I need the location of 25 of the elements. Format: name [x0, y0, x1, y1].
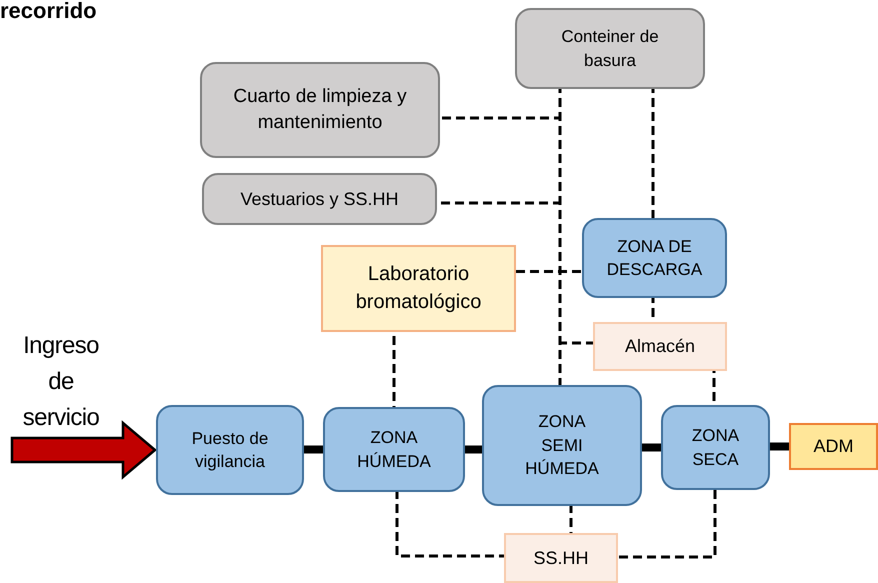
dashed-connector — [516, 270, 582, 273]
dashed-connector — [618, 490, 716, 558]
connector-line — [304, 446, 323, 454]
entry-label: Ingreso de servicio — [8, 326, 114, 438]
block-arrow — [10, 420, 157, 480]
area-box: ADM — [789, 423, 878, 470]
area-box: Almacén — [593, 322, 727, 371]
zone-box: ZONA SECA — [661, 405, 770, 490]
dashed-connector — [396, 492, 504, 558]
zone-box: ZONA DE DESCARGA — [582, 218, 727, 298]
area-box: Vestuarios y SS.HH — [202, 173, 437, 225]
dashed-connector — [558, 342, 593, 385]
area-box: Conteiner de basura — [515, 8, 705, 89]
area-box: SS.HH — [504, 533, 618, 583]
zone-box: ZONA HÚMEDA — [323, 407, 465, 492]
zone-box: Puesto de vigilancia — [156, 405, 304, 495]
diagram-title: recorrido — [0, 0, 97, 25]
connector-line — [642, 444, 661, 452]
dashed-connector — [652, 89, 654, 218]
connector-line — [770, 442, 789, 450]
connector-line — [465, 446, 482, 454]
area-box: Laboratorio bromatológico — [321, 245, 516, 332]
area-box: Cuarto de limpieza y mantenimiento — [200, 62, 440, 158]
zone-box: ZONA SEMI HÚMEDA — [482, 385, 642, 506]
dashed-connector — [570, 506, 572, 533]
